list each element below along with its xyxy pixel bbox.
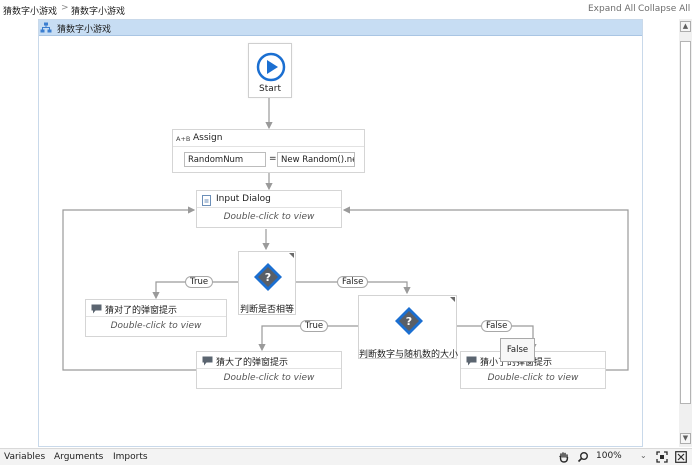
msg-correct-divider (86, 316, 226, 317)
decision-question-icon: ? (395, 307, 423, 335)
assign-operator: = (269, 154, 277, 164)
bottom-bar: Variables Arguments Imports 100% ⌄ (0, 448, 692, 465)
expand-all-button[interactable]: Expand All (588, 4, 636, 14)
assign-value-field[interactable]: New Random().ne (277, 152, 355, 167)
branch-compare-true[interactable]: True (300, 320, 329, 332)
msg-too-small-divider (461, 368, 605, 369)
branch-tooltip: False (500, 338, 535, 362)
zoom-level[interactable]: 100% (596, 451, 622, 461)
tab-variables[interactable]: Variables (4, 452, 46, 462)
input-dialog-activity[interactable]: Input Dialog Double-click to view (196, 190, 342, 228)
collapse-all-button[interactable]: Collapse All (638, 4, 691, 14)
assign-title: Assign (193, 133, 223, 143)
decision-equal-label: 判断是否相等 (239, 305, 294, 315)
decision-equal[interactable]: ? 判断是否相等 (238, 251, 296, 315)
message-box-icon (202, 356, 213, 366)
scroll-thumb[interactable] (680, 41, 691, 404)
input-dialog-title: Input Dialog (216, 194, 271, 204)
message-box-icon (466, 356, 477, 366)
branch-equal-true[interactable]: True (185, 276, 214, 288)
assign-to-field[interactable]: RandomNum (184, 152, 266, 167)
sequence-header[interactable]: 猜数字小游戏 (39, 20, 642, 36)
decision-compare[interactable]: ? 判断数字与随机数的大小 (358, 295, 459, 360)
msg-too-big-divider (197, 368, 341, 369)
tab-imports[interactable]: Imports (113, 452, 148, 462)
sequence-title: 猜数字小游戏 (57, 25, 112, 35)
msg-too-big-title: 猜大了的弹窗提示 (216, 358, 289, 368)
msg-too-big-hint: Double-click to view (223, 373, 315, 383)
svg-text:?: ? (406, 315, 412, 328)
start-label: Start (259, 84, 281, 94)
branch-equal-false[interactable]: False (337, 276, 369, 288)
decision-corner-icon (289, 253, 294, 258)
msg-too-small-title: 猜小了的弹窗提示 (480, 358, 553, 368)
breadcrumb-root[interactable]: 猜数字小游戏 (3, 7, 58, 17)
flowchart-icon (40, 22, 52, 33)
fit-to-screen-icon[interactable] (656, 451, 668, 463)
pan-hand-icon[interactable] (558, 451, 570, 463)
top-bar: 猜数字小游戏 > 猜数字小游戏 Expand All Collapse All (0, 0, 692, 18)
msg-correct-hint: Double-click to view (110, 321, 202, 331)
input-dialog-divider (197, 207, 341, 208)
msg-correct-activity[interactable]: 猜对了的弹窗提示 Double-click to view (85, 299, 227, 337)
scroll-down-icon[interactable]: ▼ (680, 433, 691, 444)
assign-icon: A+B (176, 135, 191, 143)
assign-divider (173, 146, 364, 147)
overview-icon[interactable] (675, 451, 687, 463)
branch-compare-false[interactable]: False (481, 320, 513, 332)
scroll-up-icon[interactable]: ▲ (680, 21, 691, 32)
decision-compare-label: 判断数字与随机数的大小 (359, 350, 459, 360)
start-node[interactable]: Start (248, 43, 292, 98)
tab-arguments[interactable]: Arguments (54, 452, 104, 462)
breadcrumb-current[interactable]: 猜数字小游戏 (71, 7, 126, 17)
play-icon (256, 52, 286, 82)
svg-text:?: ? (265, 271, 271, 284)
msg-correct-title: 猜对了的弹窗提示 (105, 306, 178, 316)
message-box-icon (91, 304, 102, 314)
assign-activity[interactable]: A+B Assign RandomNum = New Random().ne (172, 129, 365, 173)
decision-question-icon: ? (254, 263, 282, 291)
msg-too-big-activity[interactable]: 猜大了的弹窗提示 Double-click to view (196, 351, 342, 389)
input-dialog-hint: Double-click to view (223, 212, 315, 222)
msg-too-small-hint: Double-click to view (487, 373, 579, 383)
breadcrumb-separator-icon: > (61, 3, 69, 13)
decision-corner-icon (450, 297, 455, 302)
vertical-scrollbar[interactable]: ▲ ▼ (679, 19, 692, 447)
input-dialog-icon (202, 195, 211, 206)
chevron-down-icon[interactable]: ⌄ (640, 451, 647, 460)
search-zoom-icon[interactable] (577, 451, 589, 463)
